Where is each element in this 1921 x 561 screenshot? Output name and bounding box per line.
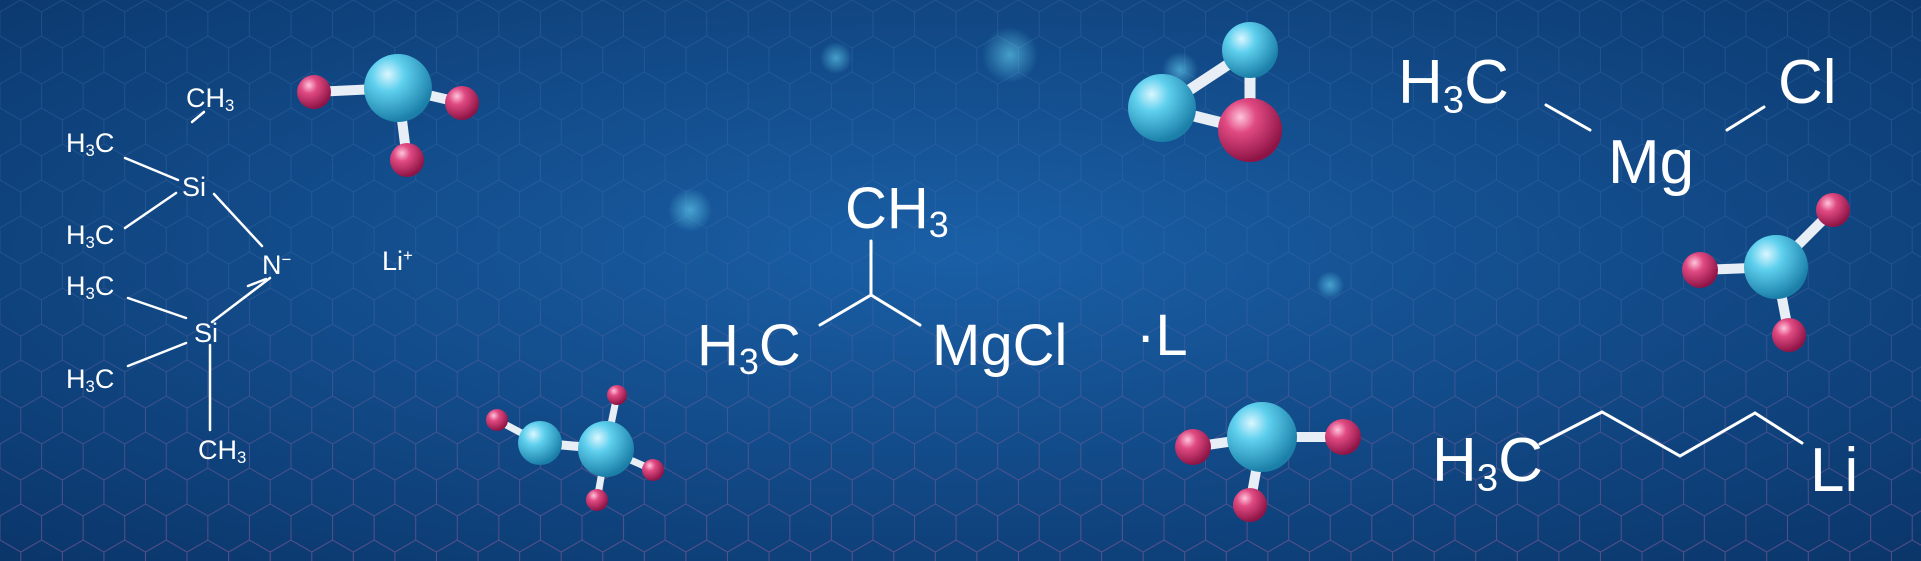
- ch3-label: CH3: [186, 83, 235, 116]
- magnesium-label: Mg: [1608, 128, 1695, 197]
- ch3-label: CH3: [845, 176, 949, 245]
- methyl-grignard-bond-lines: [1544, 103, 1766, 132]
- h3c-label: H3C: [1398, 48, 1509, 122]
- lihmds-bond-lines: [123, 110, 272, 432]
- isopropyl-bond-lines: [818, 239, 922, 327]
- nitrogen-anion-label: N−: [262, 250, 292, 281]
- h3c-label: H3C: [66, 220, 115, 253]
- mgcl-label: MgCl: [932, 313, 1068, 378]
- silicon-label: Si: [182, 172, 207, 202]
- molecule-model-2: [1128, 22, 1282, 162]
- molecule-model-5: [1175, 402, 1361, 522]
- lithium-label: Li: [1810, 436, 1859, 505]
- ch3-label: CH3: [198, 435, 247, 468]
- lithium-cation-label: Li+: [382, 246, 413, 277]
- butyl-chain-bond-lines: [1538, 410, 1804, 458]
- molecule-model-4: [486, 385, 664, 511]
- ligand-label: ·L: [1136, 303, 1188, 368]
- h3c-label: H3C: [1432, 426, 1543, 500]
- chlorine-label: Cl: [1778, 48, 1837, 117]
- h3c-label: H3C: [697, 313, 801, 382]
- molecule-model-1: [297, 54, 479, 177]
- h3c-label: H3C: [66, 364, 115, 397]
- molecule-model-3: [1682, 193, 1850, 352]
- h3c-label: H3C: [66, 271, 115, 304]
- h3c-label: H3C: [66, 128, 115, 161]
- silicon-label: Si: [194, 318, 219, 348]
